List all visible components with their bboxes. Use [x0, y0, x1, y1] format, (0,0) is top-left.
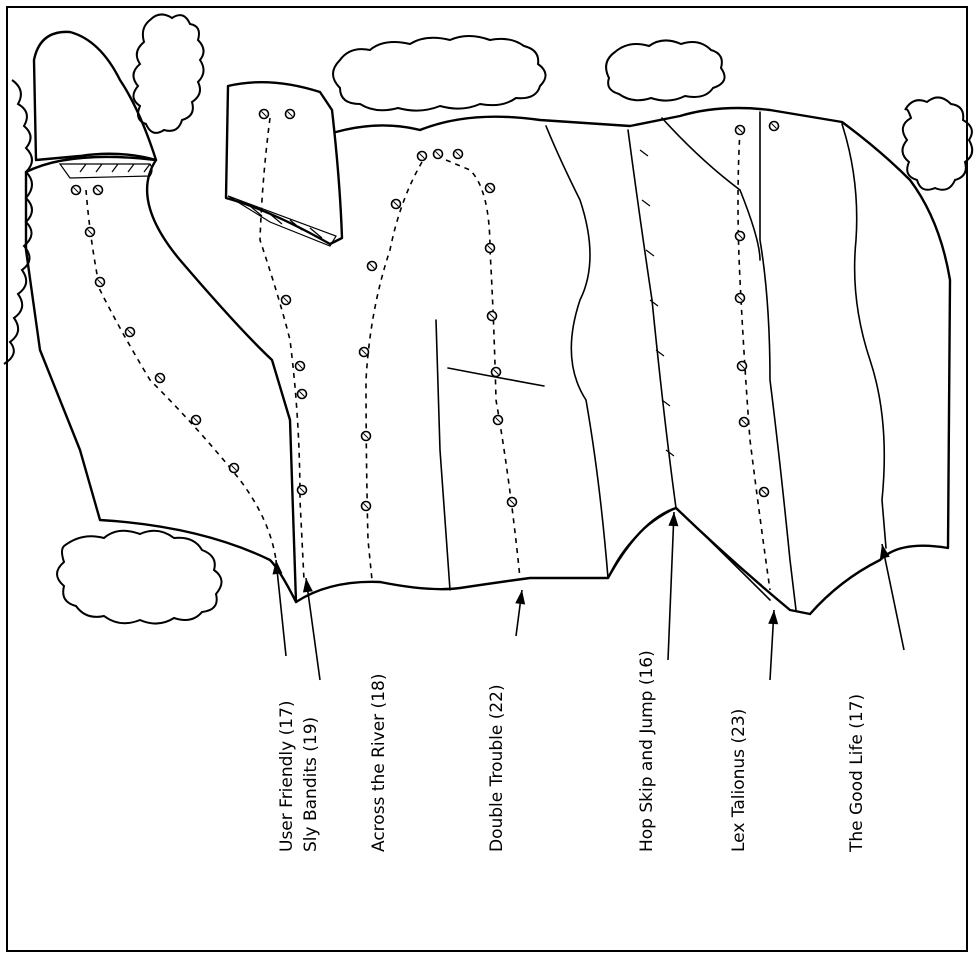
arrow-icon: [515, 590, 525, 636]
bolts-group: [72, 110, 779, 511]
arrow-icon: [272, 560, 286, 656]
arrow-shaft: [668, 512, 674, 660]
arrowhead: [768, 610, 778, 624]
route-label-user-friendly: User Friendly (17): [277, 700, 297, 852]
bush-icon: [57, 531, 222, 624]
crack-line: [662, 118, 760, 260]
bush-icon: [333, 36, 546, 111]
route-label-the-good-life: The Good Life (17): [847, 694, 867, 853]
route-label-hop-skip-and-jump: Hop Skip and Jump (16): [637, 650, 657, 852]
route-line-sly-bandits: [260, 118, 304, 580]
bush-icon: [902, 97, 972, 189]
route-label-lex-talionus: Lex Talionus (23): [729, 709, 749, 852]
arrow-shaft: [882, 544, 904, 650]
arrowhead: [272, 560, 282, 574]
hatch-edge: [640, 150, 674, 456]
route-line-user-friendly: [86, 190, 276, 560]
arrow-icon: [880, 544, 904, 650]
arrowhead: [303, 578, 313, 593]
crack-line: [436, 320, 450, 590]
arrowhead: [880, 544, 890, 559]
route-labels-group: User Friendly (17) Sly Bandits (19) Acro…: [277, 650, 867, 853]
arrow-icon: [768, 610, 778, 680]
route-label-across-the-river: Across the River (18): [369, 674, 389, 852]
arrowhead: [668, 512, 678, 526]
crack-line: [546, 126, 608, 578]
bush-icon: [606, 40, 724, 100]
arrowhead: [515, 590, 525, 605]
rock-skyline: [336, 108, 950, 614]
route-line-across-the-river: [366, 162, 422, 580]
route-label-double-trouble: Double Trouble (22): [487, 684, 507, 852]
rock-ledge-hatch: [60, 164, 152, 178]
arrow-icon: [668, 512, 678, 660]
bush-icon: [133, 14, 203, 132]
rock-outline-group: [26, 32, 950, 614]
rock-block-upper: [226, 82, 342, 244]
rock-base: [296, 508, 810, 614]
crack-line: [628, 130, 676, 508]
route-label-sly-bandits: Sly Bandits (19): [301, 717, 321, 852]
route-lines-group: [86, 118, 770, 590]
crack-line: [760, 112, 796, 610]
bush-icon: [4, 80, 32, 364]
crack-line: [842, 124, 886, 548]
